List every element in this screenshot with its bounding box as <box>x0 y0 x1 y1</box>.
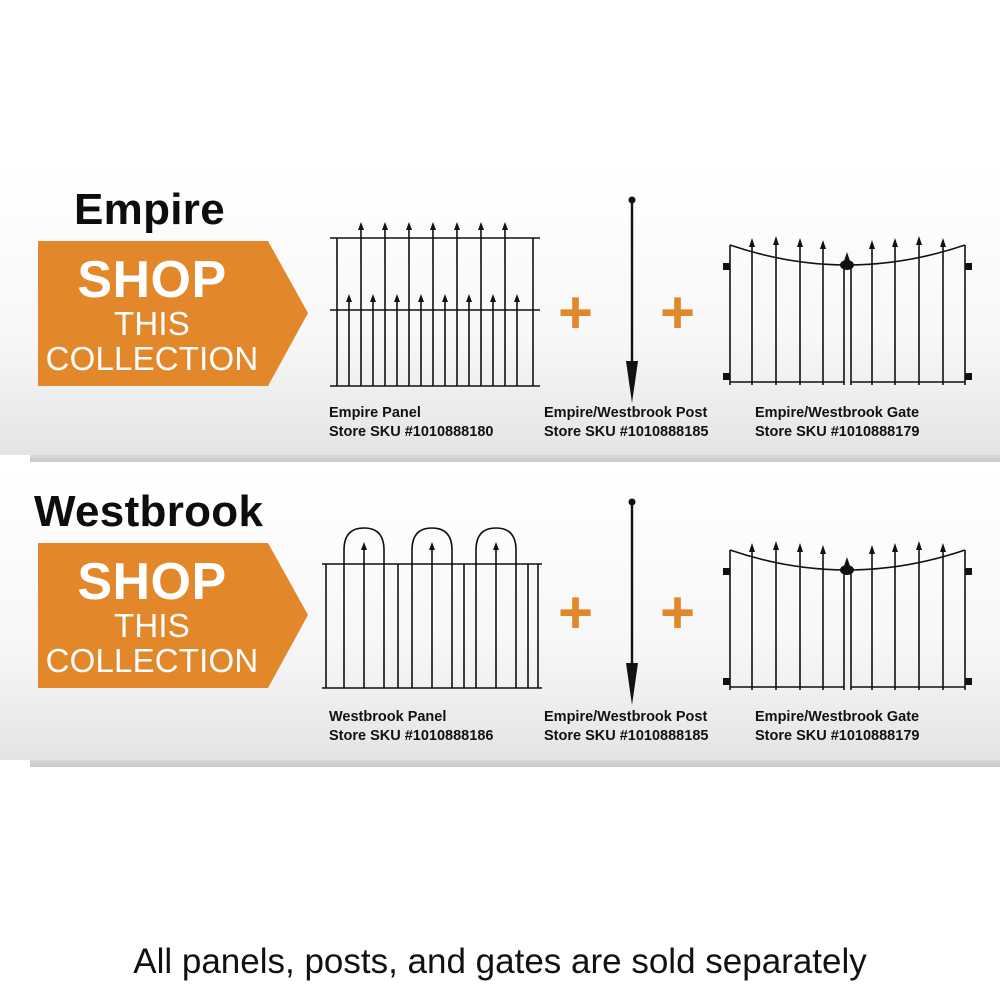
collection-title: Empire <box>74 185 225 234</box>
plus-icon: + <box>558 279 594 346</box>
product-sku: Store SKU #1010888179 <box>755 728 920 744</box>
shop-westbrook-collection-button[interactable]: SHOP THIS COLLECTION <box>38 543 308 688</box>
section-divider <box>30 760 1000 767</box>
product-caption: Westbrook Panel Store SKU #1010888186 <box>329 708 493 746</box>
arrow-badge-icon <box>38 543 308 688</box>
shop-empire-collection-button[interactable]: SHOP THIS COLLECTION <box>38 241 308 386</box>
product-title: Empire/Westbrook Post <box>544 405 708 421</box>
product-sku: Store SKU #1010888179 <box>755 424 920 440</box>
section-divider <box>30 455 1000 462</box>
collection-title: Westbrook <box>34 487 264 536</box>
this-label: THIS <box>114 607 190 644</box>
product-title: Westbrook Panel <box>329 709 447 725</box>
arrow-badge-icon <box>38 241 308 386</box>
gate-icon <box>723 541 972 690</box>
post-icon <box>626 498 638 705</box>
product-title: Empire/Westbrook Gate <box>755 405 920 421</box>
product-sku: Store SKU #1010888186 <box>329 728 494 744</box>
product-caption: Empire/Westbrook Gate Store SKU #1010888… <box>755 708 919 746</box>
product-title: Empire/Westbrook Gate <box>755 709 920 725</box>
product-caption: Empire/Westbrook Post Store SKU #1010888… <box>544 404 708 442</box>
empire-panel-icon <box>330 222 540 387</box>
plus-icon: + <box>558 579 594 646</box>
this-label: THIS <box>114 305 190 342</box>
product-caption: Empire Panel Store SKU #1010888180 <box>329 404 493 442</box>
product-title: Empire/Westbrook Post <box>544 709 708 725</box>
product-sku: Store SKU #1010888185 <box>544 728 709 744</box>
plus-icon: + <box>660 579 696 646</box>
product-sku: Store SKU #1010888180 <box>329 424 494 440</box>
product-title: Empire Panel <box>329 405 421 421</box>
shop-label: SHOP <box>77 251 227 309</box>
product-sku: Store SKU #1010888185 <box>544 424 709 440</box>
product-caption: Empire/Westbrook Gate Store SKU #1010888… <box>755 404 919 442</box>
product-caption: Empire/Westbrook Post Store SKU #1010888… <box>544 708 708 746</box>
sold-separately-note: All panels, posts, and gates are sold se… <box>133 942 867 981</box>
westbrook-panel-icon <box>322 527 542 689</box>
gate-icon <box>723 236 972 385</box>
post-icon <box>626 196 638 403</box>
collection-label: COLLECTION <box>45 340 259 377</box>
shop-label: SHOP <box>77 553 227 611</box>
plus-icon: + <box>660 279 696 346</box>
collection-label: COLLECTION <box>45 642 259 679</box>
